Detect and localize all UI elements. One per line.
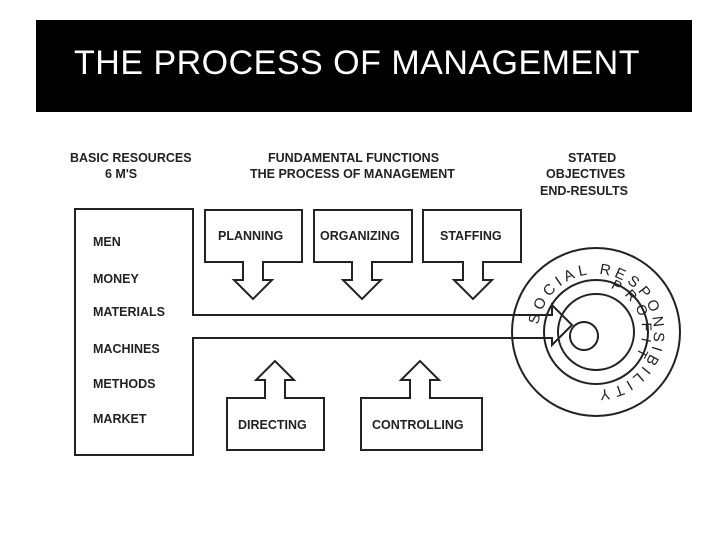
resource-materials: MATERIALS — [93, 305, 165, 319]
function-controlling: CONTROLLING — [372, 418, 464, 432]
outer-circle — [511, 247, 681, 417]
objectives-target: SOCIAL RESPONSIBILITY PROFIT — [511, 247, 681, 417]
objectives-header-line-1: STATED — [568, 151, 616, 165]
resources-flow-outline — [74, 208, 574, 456]
function-organizing: ORGANIZING — [320, 229, 400, 243]
functions-header-line-2: THE PROCESS OF MANAGEMENT — [250, 167, 455, 181]
objectives-header-line-2: OBJECTIVES — [546, 167, 625, 181]
functions-header-line-1: FUNDAMENTAL FUNCTIONS — [268, 151, 439, 165]
organizing-box: ORGANIZING — [313, 209, 413, 301]
slide-title: THE PROCESS OF MANAGEMENT — [74, 44, 640, 82]
resource-market: MARKET — [93, 412, 147, 426]
function-directing: DIRECTING — [238, 418, 307, 432]
objectives-header-line-3: END-RESULTS — [540, 184, 628, 198]
resources-header-line-1: BASIC RESOURCES — [70, 151, 192, 165]
planning-box: PLANNING — [204, 209, 303, 301]
middle-circle — [543, 279, 649, 385]
function-planning: PLANNING — [218, 229, 283, 243]
resource-methods: METHODS — [93, 377, 156, 391]
resources-header-line-2: 6 M'S — [105, 167, 137, 181]
controlling-box: CONTROLLING — [360, 359, 483, 451]
resource-men: MEN — [93, 235, 121, 249]
staffing-box: STAFFING — [422, 209, 522, 301]
function-staffing: STAFFING — [440, 229, 502, 243]
resource-money: MONEY — [93, 272, 140, 286]
directing-box: DIRECTING — [226, 359, 325, 451]
title-bar: THE PROCESS OF MANAGEMENT — [36, 20, 692, 112]
resource-machines: MACHINES — [93, 342, 160, 356]
center-circle — [569, 321, 599, 351]
inner-circle — [557, 293, 635, 371]
